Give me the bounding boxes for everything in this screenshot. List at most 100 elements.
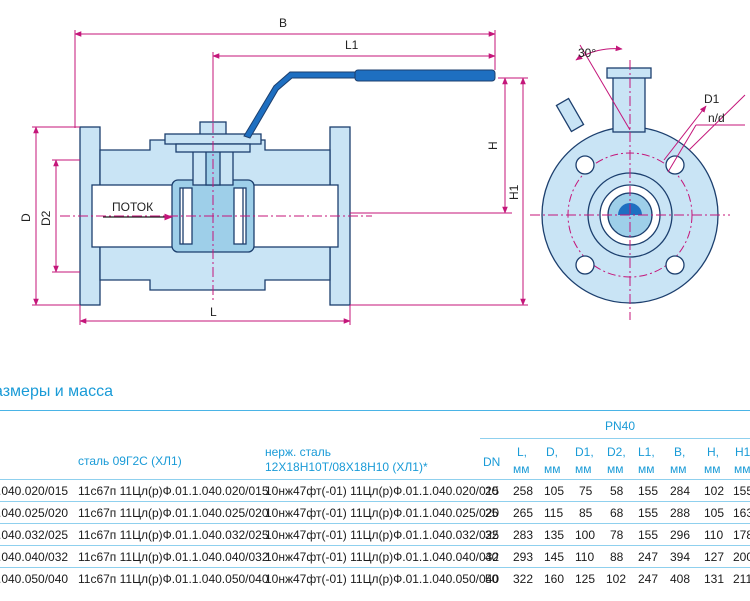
cell-h1: 211 — [733, 572, 750, 586]
cell-steel: 11с67п 11Цл(р)Ф.01.1.040.020/015 — [78, 484, 269, 498]
dim-h: H — [486, 141, 500, 150]
cell-code: .040.032/025 — [0, 528, 69, 542]
handle-grip — [354, 69, 496, 82]
row-divider — [0, 523, 750, 524]
cell-d2: 88 — [610, 550, 624, 564]
header-d1-unit: мм — [575, 462, 592, 476]
cell-code: .040.040/032 — [0, 550, 69, 564]
row-divider — [0, 501, 750, 502]
cell-d2: 68 — [610, 506, 624, 520]
cell-stainless: 10нж47фт(-01) 11Цл(р)Ф.01.1.040.020/015 — [265, 484, 500, 498]
cell-h1: 178 — [733, 528, 750, 542]
title-rule — [0, 410, 750, 411]
header-b: B, — [674, 445, 686, 459]
cell-l: 258 — [513, 484, 534, 498]
dim-l: L — [210, 305, 217, 319]
cell-h: 105 — [704, 506, 725, 520]
cell-steel: 11с67п 11Цл(р)Ф.01.1.040.040/032 — [78, 550, 269, 564]
bolt-hole-3 — [575, 255, 595, 275]
cell-h: 131 — [704, 572, 725, 586]
dim-angle: 30° — [578, 46, 596, 60]
cell-d1: 75 — [579, 484, 593, 498]
cell-stainless: 10нж47фт(-01) 11Цл(р)Ф.01.1.040.025/020 — [265, 506, 500, 520]
cell-h: 102 — [704, 484, 725, 498]
bolt-hole-1 — [575, 155, 595, 175]
bolt-hole-4 — [665, 255, 685, 275]
dim-b: B — [279, 16, 287, 30]
cell-d1: 125 — [575, 572, 596, 586]
cell-d2: 102 — [606, 572, 627, 586]
header-h: H, — [707, 445, 719, 459]
header-bottom-line — [0, 479, 750, 480]
cell-l1: 247 — [638, 550, 659, 564]
dim-h1: H1 — [507, 184, 521, 200]
cell-l1: 155 — [638, 506, 659, 520]
cell-l: 265 — [513, 506, 534, 520]
cell-l: 322 — [513, 572, 534, 586]
cell-b: 394 — [670, 550, 691, 564]
header-d1: D1, — [575, 445, 594, 459]
cell-stainless: 10нж47фт(-01) 11Цл(р)Ф.01.1.040.050/040 — [265, 572, 500, 586]
table-row: .040.025/020 11с67п 11Цл(р)Ф.01.1.040.02… — [0, 503, 750, 523]
header-stainless-line1: нерж. сталь — [265, 445, 331, 459]
cell-dn: 25 — [485, 506, 499, 520]
cell-steel: 11с67п 11Цл(р)Ф.01.1.040.050/040 — [78, 572, 269, 586]
cell-dn: 50 — [485, 572, 499, 586]
header-d2-unit: мм — [607, 462, 624, 476]
table-row: .040.020/015 11с67п 11Цл(р)Ф.01.1.040.02… — [0, 481, 750, 501]
cell-l1: 155 — [638, 484, 659, 498]
cell-d: 115 — [544, 506, 564, 520]
table-row: .040.050/040 11с67п 11Цл(р)Ф.01.1.040.05… — [0, 569, 750, 589]
header-h1-unit: мм — [734, 462, 750, 476]
cell-l: 283 — [513, 528, 534, 542]
section-title: азмеры и масса — [0, 383, 113, 400]
dim-d2: D2 — [39, 210, 53, 226]
cell-h1: 163 — [733, 506, 750, 520]
dimension-lines — [32, 30, 528, 325]
table-row: .040.040/032 11с67п 11Цл(р)Ф.01.1.040.04… — [0, 547, 750, 567]
header-l: L, — [517, 445, 528, 459]
cell-d1: 110 — [575, 550, 595, 564]
cell-d2: 78 — [610, 528, 624, 542]
flow-label: ПОТОК — [112, 200, 153, 214]
cell-d: 105 — [544, 484, 565, 498]
header-d2: D2, — [607, 445, 626, 459]
header-steel: сталь 09Г2С (ХЛ1) — [78, 454, 182, 468]
cell-h1: 200 — [733, 550, 750, 564]
row-divider — [0, 545, 750, 546]
bolt-hole-2 — [665, 155, 685, 175]
table-row: .040.032/025 11с67п 11Цл(р)Ф.01.1.040.03… — [0, 525, 750, 545]
pn-group-header: PN40 — [605, 419, 636, 433]
valve-technical-drawing: ПОТОК B L1 L D D2 H H1 — [19, 16, 746, 325]
header-l-unit: мм — [513, 462, 530, 476]
dim-d1: D1 — [704, 92, 720, 106]
header-stainless-line2: 12Х18Н10Т/08Х18Н10 (ХЛ1)* — [265, 460, 428, 474]
cell-d: 145 — [544, 550, 565, 564]
header-b-unit: мм — [670, 462, 687, 476]
cell-b: 296 — [670, 528, 691, 542]
cell-code: .040.050/040 — [0, 572, 69, 586]
header-h1: H1 — [735, 445, 750, 459]
dimensions-table: PN40 сталь 09Г2С (ХЛ1) нерж. сталь 12Х18… — [0, 412, 750, 601]
header-divider — [480, 438, 750, 439]
cell-d2: 58 — [610, 484, 624, 498]
cell-code: .040.020/015 — [0, 484, 69, 498]
cell-h1: 155 — [733, 484, 750, 498]
cell-h: 110 — [704, 528, 724, 542]
cell-b: 288 — [670, 506, 691, 520]
cell-code: .040.025/020 — [0, 506, 69, 520]
end-stem-housing — [612, 71, 646, 133]
cell-steel: 11с67п 11Цл(р)Ф.01.1.040.025/020 — [78, 506, 269, 520]
cell-l1: 155 — [638, 528, 659, 542]
cell-dn: 40 — [485, 550, 499, 564]
cell-l: 293 — [513, 550, 534, 564]
handle — [243, 69, 496, 139]
cell-b: 284 — [670, 484, 691, 498]
header-l1: L1, — [638, 445, 655, 459]
end-handle — [555, 97, 585, 133]
cell-l1: 247 — [638, 572, 659, 586]
cell-h: 127 — [704, 550, 725, 564]
cell-dn: 32 — [485, 528, 499, 542]
dim-nd: n/d — [708, 111, 725, 125]
cell-d1: 100 — [575, 528, 596, 542]
